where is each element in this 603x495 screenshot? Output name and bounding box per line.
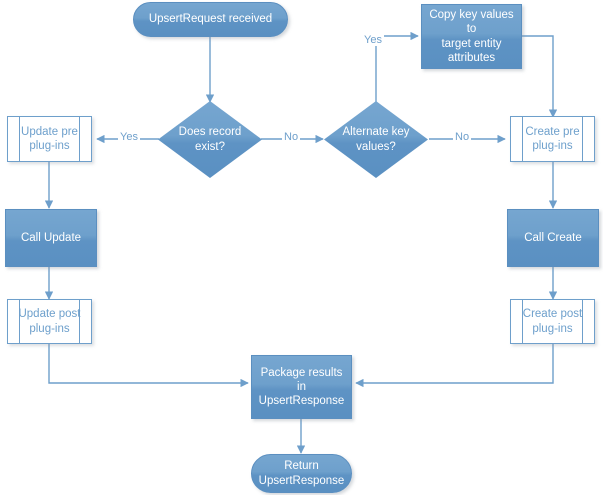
edge-update-post-to-package: [48, 344, 249, 388]
node-label: Create post plug-ins: [522, 308, 583, 335]
node-label: Call Update: [20, 231, 82, 244]
predefined-bar-right: [79, 117, 80, 161]
predefined-bar-right: [582, 117, 583, 161]
edge-copy-key-values-to-create-pre: [522, 35, 558, 118]
node-package-results[interactable]: Package results in UpsertResponse: [251, 355, 352, 419]
node-return-upsert-response[interactable]: Return UpsertResponse: [251, 454, 352, 493]
node-update-post-plugins[interactable]: Update post plug-ins: [7, 299, 92, 344]
node-create-pre-plugins[interactable]: Create pre plug-ins: [510, 116, 595, 162]
predefined-bar-left: [522, 300, 523, 343]
node-label: UpsertRequest received: [148, 13, 273, 26]
node-create-post-plugins[interactable]: Create post plug-ins: [510, 299, 595, 344]
node-label: Package results in UpsertResponse: [258, 366, 345, 407]
predefined-bar-left: [19, 300, 20, 343]
node-label: Update post plug-ins: [18, 308, 81, 335]
predefined-bar-left: [19, 117, 20, 161]
predefined-bar-right: [79, 300, 80, 343]
node-label: Call Create: [524, 231, 582, 244]
node-label: Alternate key values?: [342, 126, 410, 153]
edge-label-alternate-key-no: No: [453, 131, 472, 143]
node-update-pre-plugins[interactable]: Update pre plug-ins: [7, 116, 92, 162]
node-label: Return UpsertResponse: [258, 460, 345, 487]
node-label: Copy key values to target entity attribu…: [429, 9, 514, 64]
node-alternate-key-values[interactable]: Alternate key values?: [324, 101, 428, 178]
edge-label-does-record-exist-no: No: [282, 131, 301, 143]
node-upsert-request-received[interactable]: UpsertRequest received: [133, 2, 288, 37]
edge-label-does-record-exist-yes: Yes: [118, 131, 140, 143]
node-label: Does record exist?: [178, 126, 242, 153]
node-label: Update pre plug-ins: [21, 125, 78, 152]
edge-create-post-to-package: [355, 344, 554, 388]
node-does-record-exist[interactable]: Does record exist?: [158, 101, 262, 178]
predefined-bar-left: [522, 117, 523, 161]
node-call-create[interactable]: Call Create: [507, 209, 599, 267]
edge-label-alternate-key-yes: Yes: [362, 34, 384, 46]
node-label: Create pre plug-ins: [525, 125, 580, 152]
node-copy-key-values[interactable]: Copy key values to target entity attribu…: [421, 4, 522, 69]
predefined-bar-right: [582, 300, 583, 343]
node-call-update[interactable]: Call Update: [5, 209, 97, 267]
